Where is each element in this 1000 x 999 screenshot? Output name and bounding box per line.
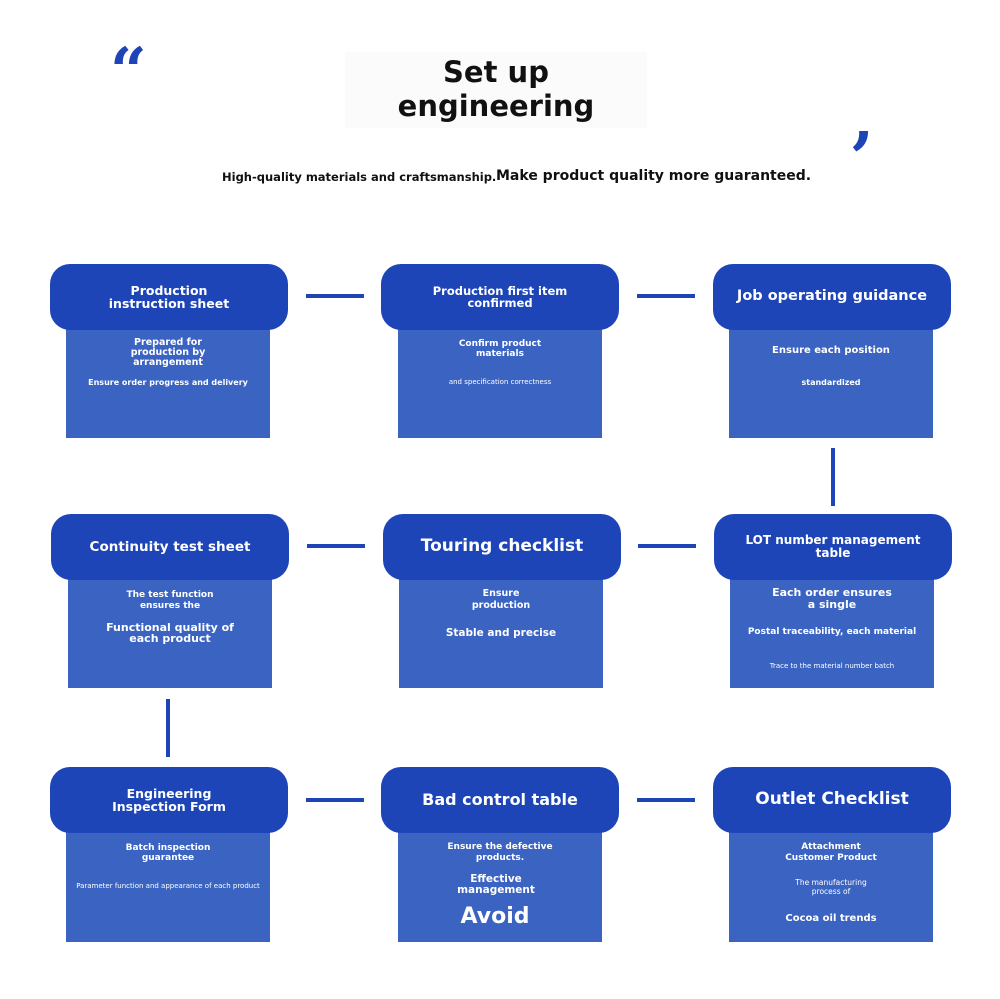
card-text: Each order ensures a single <box>772 586 892 611</box>
card-text: Cocoa oil trends <box>785 913 877 924</box>
card-body <box>66 822 270 942</box>
connector-3-6 <box>831 448 835 506</box>
connector-2-3 <box>637 294 695 298</box>
card-body <box>729 822 933 942</box>
card-body <box>66 318 270 438</box>
card-title: Continuity test sheet <box>89 538 251 555</box>
card-text: Batch inspection guarantee <box>125 843 211 863</box>
card-body <box>399 568 603 688</box>
card-text: Avoid <box>460 904 530 929</box>
card-title: Production instruction sheet <box>108 282 230 311</box>
title-line-1: Set up <box>443 55 549 89</box>
card-title: Job operating guidance <box>736 288 928 305</box>
card-body <box>730 568 934 688</box>
card-text: Attachment Customer Product <box>785 842 877 863</box>
connector-4-5 <box>307 544 365 548</box>
card-header: Continuity test sheet <box>51 514 289 580</box>
card-text: Ensure each position <box>772 345 890 356</box>
connector-5-6 <box>638 544 696 548</box>
card-header: Job operating guidance <box>713 264 951 330</box>
card-text: Stable and precise <box>445 627 557 639</box>
card-body <box>398 318 602 438</box>
card-text: Prepared for production by arrangement <box>130 337 206 368</box>
card-title: Production first item confirmed <box>432 283 568 310</box>
card-body <box>68 568 272 688</box>
card-header: Production first item confirmed <box>381 264 619 330</box>
open-quote-mark: “ <box>110 34 147 109</box>
card-text: and specification correctness <box>448 378 552 386</box>
connector-4-7 <box>166 699 170 757</box>
close-quote-mark: , <box>852 82 875 157</box>
card-title: Bad control table <box>422 789 578 809</box>
card-text: standardized <box>801 378 861 387</box>
card-header: Production instruction sheet <box>50 264 288 330</box>
card-text: The test function ensures the <box>126 590 214 611</box>
title-line-2: engineering <box>397 89 595 123</box>
card-title: Engineering Inspection Form <box>112 785 226 814</box>
card-text: The manufacturing process of <box>795 878 867 896</box>
card-text: Postal traceability, each material <box>747 627 917 637</box>
card-text: Effective management <box>457 873 535 896</box>
card-text: Ensure order progress and delivery <box>88 378 248 387</box>
card-header: LOT number management table <box>714 514 952 580</box>
card-text: Ensure production <box>471 588 531 611</box>
card-title: LOT number management table <box>745 533 921 560</box>
card-header: Outlet Checklist <box>713 767 951 833</box>
subtitle-left: High-quality materials and craftsmanship… <box>222 170 497 184</box>
card-body <box>729 318 933 438</box>
card-header: Engineering Inspection Form <box>50 767 288 833</box>
connector-7-8 <box>306 798 364 802</box>
connector-1-2 <box>306 294 364 298</box>
card-text: Confirm product materials <box>458 339 542 359</box>
card-header: Touring checklist <box>383 514 621 580</box>
card-text: Ensure the defective products. <box>447 842 553 863</box>
subtitle-right: Make product quality more guaranteed. <box>496 168 812 184</box>
card-header: Bad control table <box>381 767 619 833</box>
card-text: Trace to the material number batch <box>769 662 895 670</box>
page-title: Set up engineering <box>345 52 647 128</box>
card-body <box>398 822 602 942</box>
card-title: Touring checklist <box>420 536 584 557</box>
card-text: Parameter function and appearance of eac… <box>76 882 260 890</box>
card-title: Outlet Checklist <box>755 789 909 810</box>
connector-8-9 <box>637 798 695 802</box>
card-text: Functional quality of each product <box>106 621 234 645</box>
